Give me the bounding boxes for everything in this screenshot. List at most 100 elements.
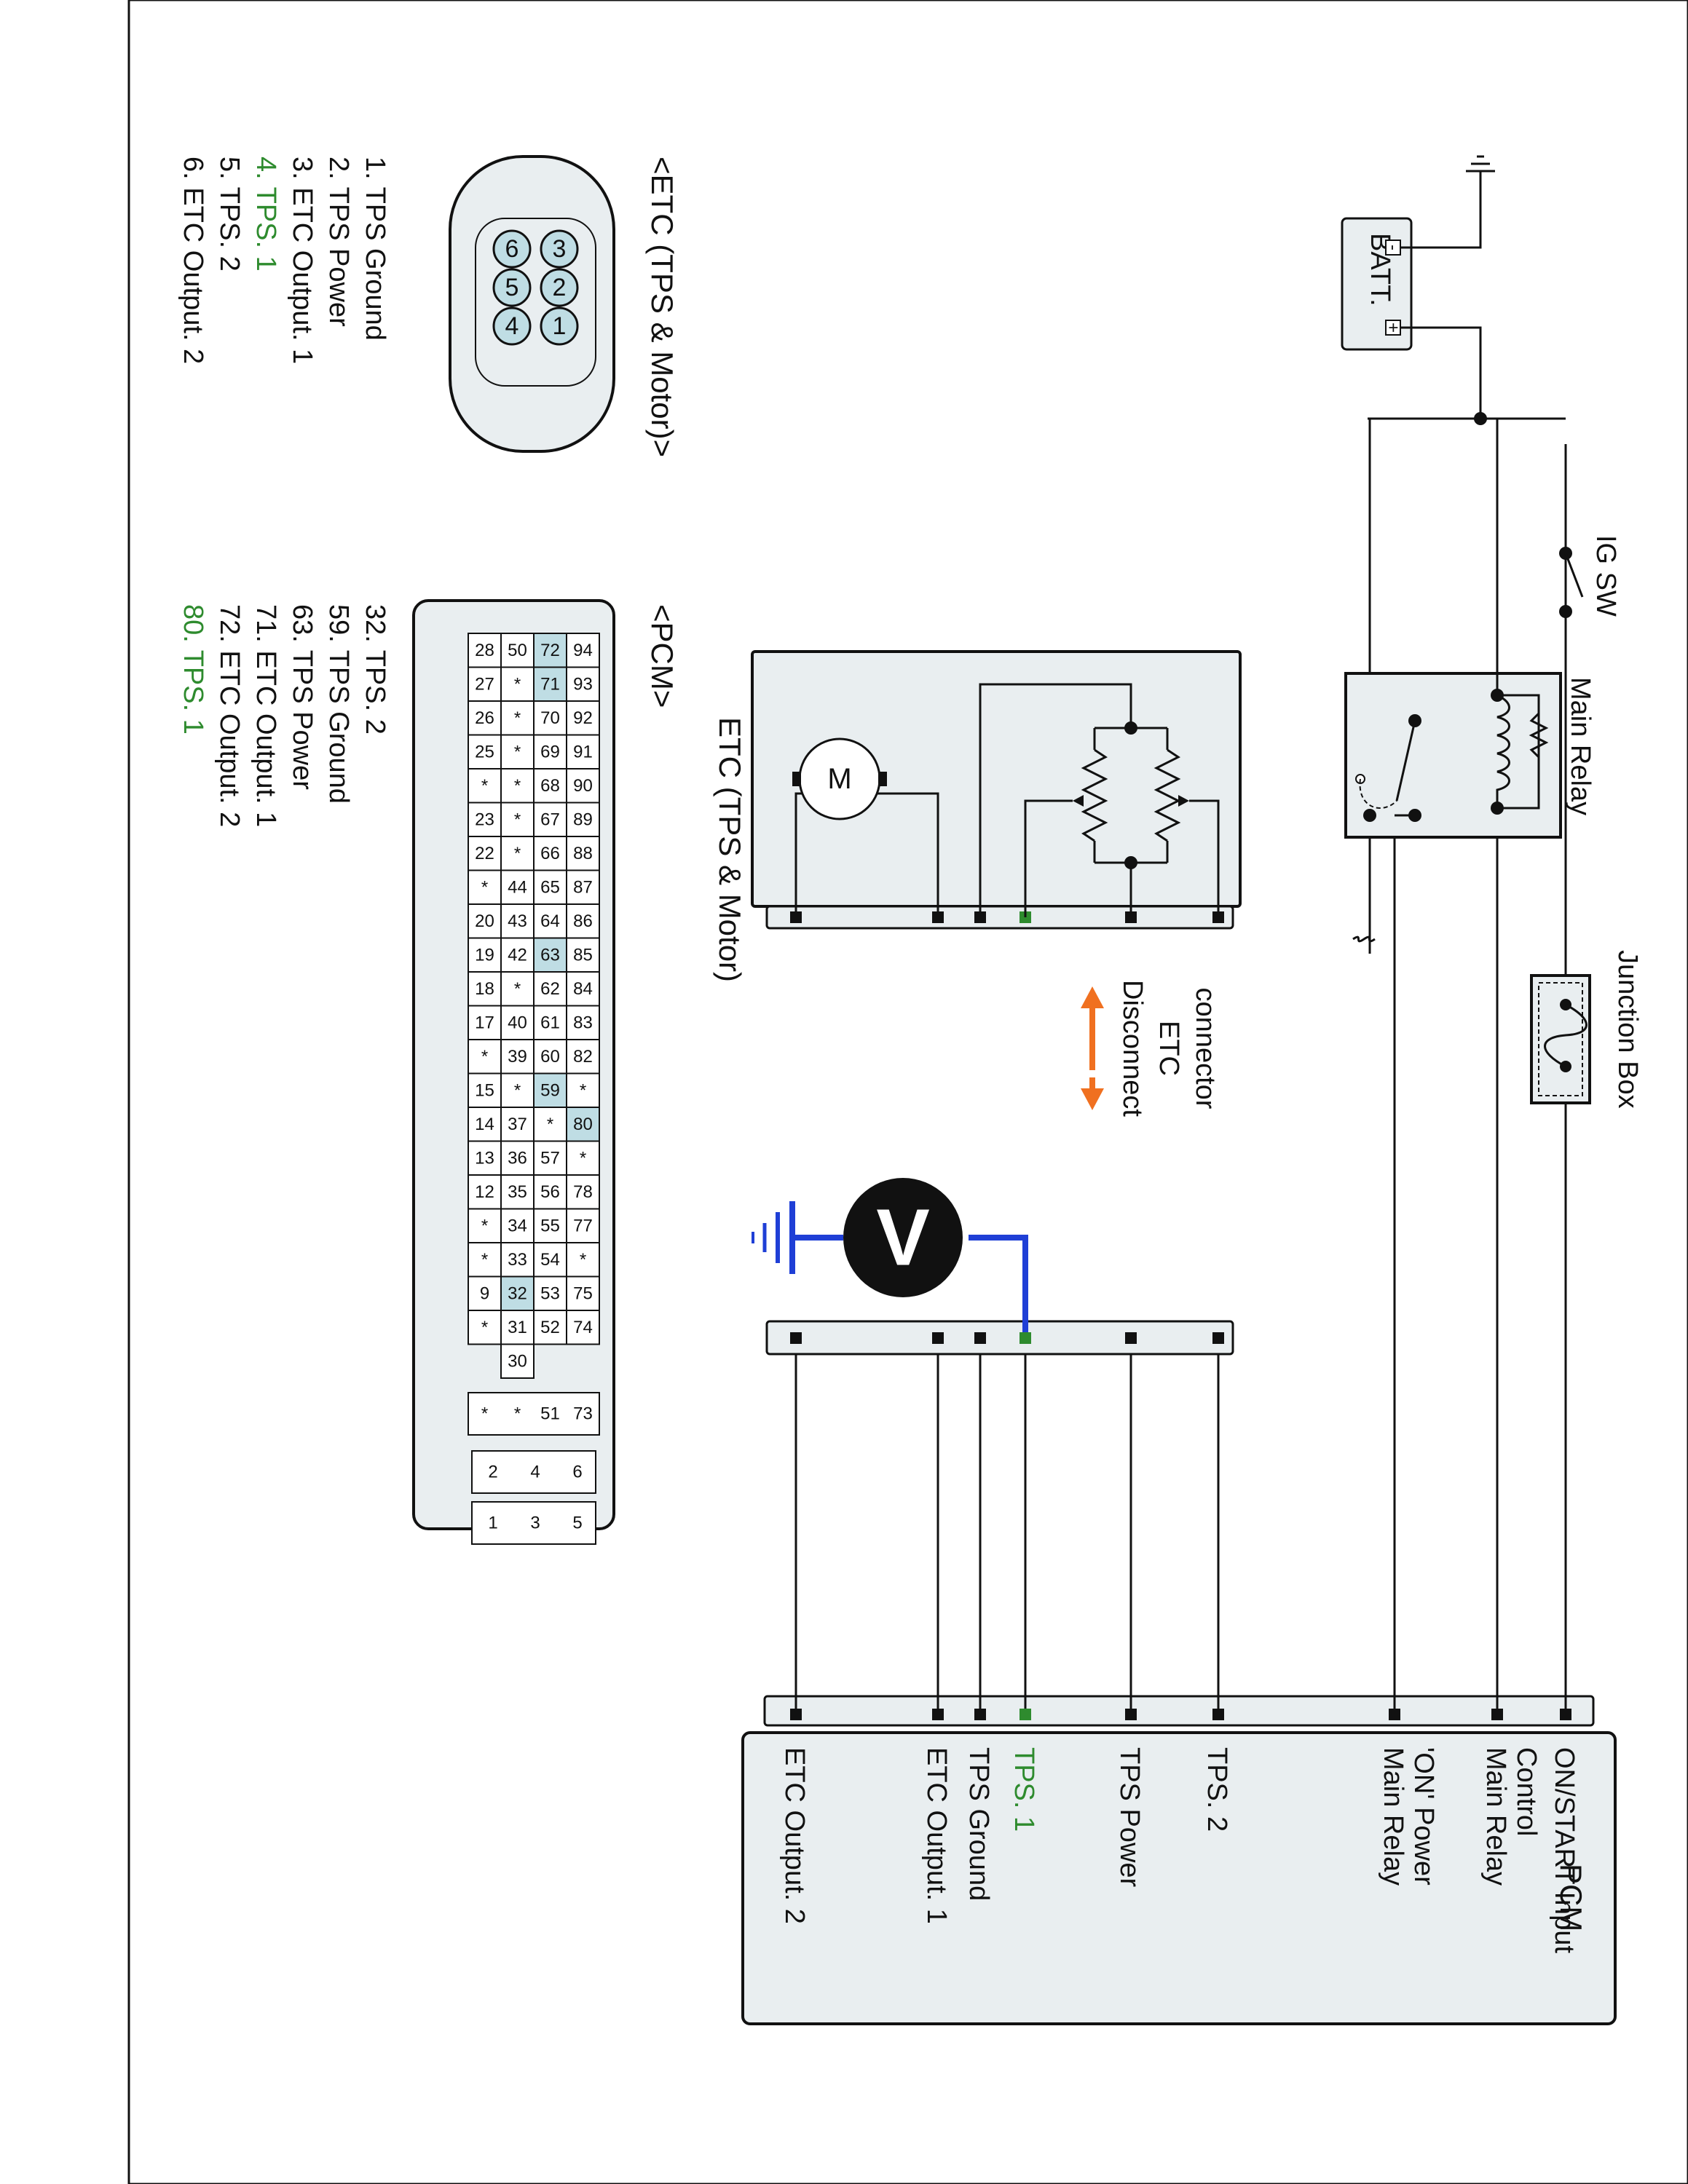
pcm-pin-label: 50 — [508, 641, 527, 660]
pcm-pin-label: * — [580, 1080, 586, 1100]
pcm-terminal-label: ON/START Input — [1549, 1747, 1579, 1953]
pcm-pin-label: 15 — [475, 1080, 494, 1100]
pcm-pin-label: 78 — [573, 1182, 593, 1202]
pcm-pin-label: 12 — [475, 1182, 494, 1202]
pcm-pin-label: * — [514, 810, 521, 829]
ig-switch-label: IG SW — [1590, 535, 1621, 617]
svg-text:+: + — [1384, 323, 1403, 333]
pcm-extra-pin: 73 — [573, 1404, 593, 1424]
pcm-terminal-label: ETC Output. 1 — [921, 1747, 952, 1924]
pcm-pin-label: 52 — [540, 1318, 560, 1337]
voltmeter-body — [843, 1178, 963, 1297]
pcm-pin-label: 40 — [508, 1013, 527, 1032]
pcm-terminal-label: TPS Power — [1114, 1747, 1145, 1888]
pcm-pin-label: 18 — [475, 979, 494, 999]
etc-legend-item: 3. ETC Output. 1 — [287, 157, 318, 364]
pcm-pin-label: 92 — [573, 708, 593, 728]
pcm-pin-cell — [468, 1310, 502, 1345]
disconnect-line-3: connector — [1190, 988, 1220, 1109]
harness-connector — [765, 1320, 1234, 1356]
disconnect-line-2: ETC — [1153, 1021, 1184, 1076]
pcm-pin-label: * — [580, 1148, 586, 1168]
pcm-pin-label: 32 — [508, 1283, 527, 1303]
pcm-pin-label: 17 — [475, 1013, 494, 1032]
main-relay: Main Relay — [1344, 419, 1596, 943]
disconnect-note: Disconnect ETC connector — [1081, 980, 1220, 1117]
pcm-pin-label: * — [580, 1250, 586, 1270]
pcm-terminal-label: TPS Ground — [963, 1747, 994, 1901]
pcm-pin-label: 44 — [508, 877, 527, 897]
pcm-pin-label: * — [547, 1115, 553, 1134]
pcm-pin-label: * — [514, 1080, 521, 1100]
pcm-pin-label: * — [481, 1216, 488, 1235]
pcm-terminal-label: Control — [1511, 1747, 1542, 1837]
etc-legend-item: 4. TPS. 1 — [251, 157, 281, 272]
pcm-pin-label: * — [514, 674, 521, 694]
pcm-small-pin: 5 — [572, 1514, 582, 1533]
svg-text:-: - — [1384, 245, 1403, 250]
pcm-pin-label: * — [481, 1047, 488, 1067]
etc-pin-label: 2 — [553, 274, 567, 301]
etc-pin — [540, 268, 579, 307]
pcm-pin-label: 59 — [540, 1080, 560, 1100]
pcm-pin-label: 57 — [540, 1148, 560, 1168]
pcm-pin-label: 37 — [508, 1115, 527, 1134]
etc-pin — [492, 268, 532, 307]
etc-legend-item: 2. TPS Power — [323, 157, 354, 327]
pcm-pin-label: 42 — [508, 945, 527, 965]
etc-connector-face: <ETC (TPS & Motor)> <ETC (TPS & Motor)> … — [178, 155, 679, 457]
pcm-small-pin: 6 — [572, 1463, 582, 1482]
pcm-extra-pin: 51 — [540, 1404, 560, 1424]
pcm-pin-label: 64 — [540, 911, 560, 931]
etc-legend-item: 1. TPS Ground — [360, 157, 390, 341]
pcm-legend-item: 32. TPS. 2 — [360, 604, 390, 735]
pcm-legend-item: 71. ETC Output. 1 — [251, 604, 281, 827]
pcm-pin-label: 85 — [573, 945, 593, 965]
etc-module-connector-strip — [765, 905, 1234, 930]
pcm-pin-label: 19 — [475, 945, 494, 965]
pcm-pin-label: 30 — [508, 1351, 527, 1371]
pcm-pin-label: 54 — [540, 1250, 560, 1270]
pcm-pin-label: 14 — [475, 1115, 494, 1134]
pcm-pin-label: 56 — [540, 1182, 560, 1202]
pcm-pin-label: 70 — [540, 708, 560, 728]
etc-pin-label: 4 — [505, 312, 519, 340]
etc-pin-label: 3 — [553, 235, 567, 263]
pcm-legend-item: 63. TPS Power — [287, 604, 318, 790]
pcm-pin-label: 20 — [475, 911, 494, 931]
pcm-pin-label: 66 — [540, 844, 560, 863]
pcm-pin-label: 31 — [508, 1318, 527, 1337]
pcm-pin-label: 91 — [573, 742, 593, 761]
pcm-pin-label: 13 — [475, 1148, 494, 1168]
pcm-terminal-label: Main Relay — [1378, 1747, 1408, 1886]
junction-box-body — [1530, 974, 1591, 1104]
pcm-terminal-label: 'ON' Power — [1408, 1747, 1439, 1886]
pcm-pin-label: * — [481, 1318, 488, 1337]
pcm-pin-label: 84 — [573, 979, 593, 999]
pcm-pin-label: 9 — [480, 1283, 489, 1303]
pcm-pin-label: 35 — [508, 1182, 527, 1202]
pcm-pin-label: 86 — [573, 911, 593, 931]
harness-connector-strip — [765, 1320, 1234, 1356]
pcm-pin-label: 75 — [573, 1283, 593, 1303]
pcm-legend-item: 72. ETC Output. 2 — [214, 604, 245, 827]
pcm-side-terminals — [790, 1709, 1571, 1720]
etc-legend-item: 5. TPS. 2 — [214, 157, 245, 272]
pcm-pin-label: 77 — [573, 1216, 593, 1235]
pcm-pin-label: 22 — [475, 844, 494, 863]
motor-symbol: M — [827, 763, 851, 795]
pcm-pin-label: * — [481, 877, 488, 897]
pcm-terminal-label: TPS. 2 — [1202, 1747, 1232, 1832]
pcm-pin-label: 60 — [540, 1047, 560, 1067]
pcm-pin-label: 67 — [540, 810, 560, 829]
pcm-pin-label: 94 — [573, 641, 593, 660]
pcm-pin-label: 68 — [540, 776, 560, 796]
pcm-pin-grid: 94939291908988878685848382*80*7877*75747… — [468, 633, 600, 1545]
pcm-pin-label: 39 — [508, 1047, 527, 1067]
pcm-pin-label: 61 — [540, 1013, 560, 1032]
